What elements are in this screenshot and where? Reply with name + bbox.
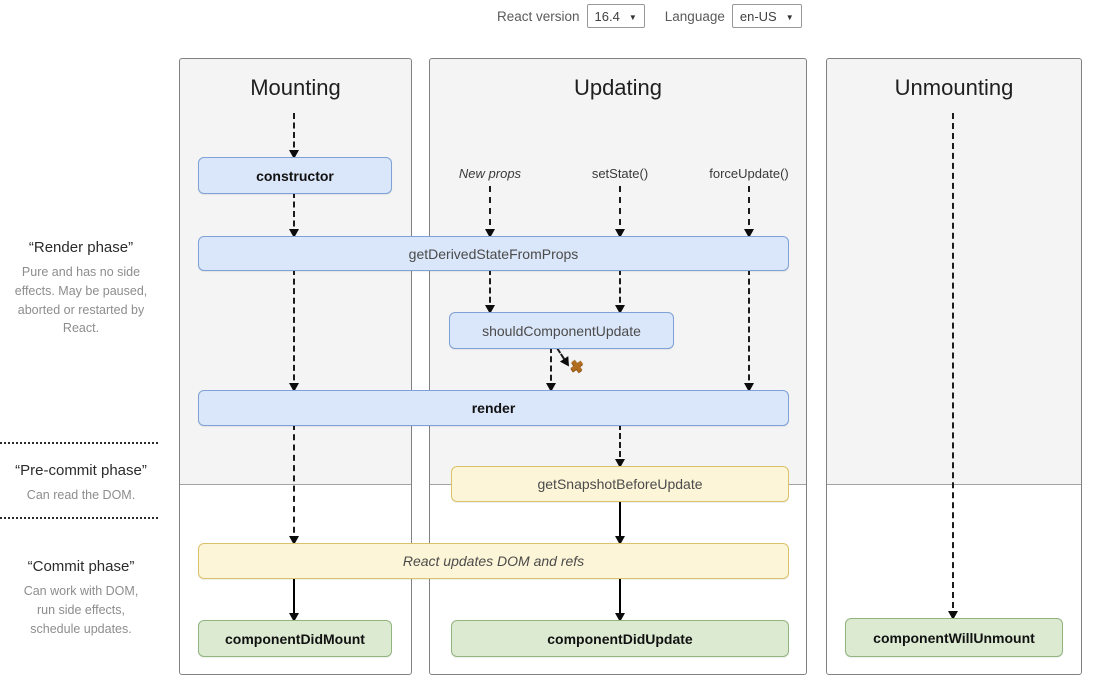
arrow-gdsfp-to-scu-left	[485, 269, 495, 314]
phase-render-title: “Render phase”	[28, 239, 134, 256]
box-component-did-mount[interactable]: componentDidMount	[198, 620, 392, 657]
arrow-force-update-to-gdsfp	[744, 186, 754, 238]
arrow-gdsfp-to-render-mounting	[289, 269, 299, 392]
arrow-gdsfp-to-render-force-update	[744, 269, 754, 392]
column-title-updating: Updating	[573, 75, 663, 100]
arrow-set-state-to-gdsfp	[615, 186, 625, 238]
phase-separator	[0, 442, 158, 444]
box-should-component-update[interactable]: shouldComponentUpdate	[449, 312, 674, 349]
box-constructor[interactable]: constructor	[198, 157, 392, 194]
language-label: Language	[664, 8, 725, 24]
arrow-unmounting-to-cwu	[948, 113, 958, 620]
box-component-did-update[interactable]: componentDidUpdate	[451, 620, 789, 657]
box-render[interactable]: render	[198, 390, 789, 426]
arrow-constructor-to-gdsfp	[289, 192, 299, 238]
phase-pre-commit-description: Can read the DOM.	[26, 488, 136, 502]
phase-separator	[0, 517, 158, 519]
trigger-new-props: New props	[458, 166, 522, 181]
language-select[interactable]: en-US ▼	[731, 4, 802, 28]
dropdown-caret-icon: ▼	[628, 12, 637, 22]
phase-commit-description: Can work with DOM, run side effects, sch…	[23, 584, 139, 636]
box-react-updates-dom: React updates DOM and refs	[198, 543, 789, 579]
arrow-react-updates-to-cdu	[615, 577, 625, 622]
phase-pre-commit-title: “Pre-commit phase”	[15, 462, 147, 479]
box-get-derived-state-from-props[interactable]: getDerivedStateFromProps	[198, 236, 789, 271]
react-version-value: 16.4	[594, 8, 620, 24]
arrow-render-to-gsbu	[615, 424, 625, 468]
arrow-scu-to-render	[546, 347, 556, 392]
phase-render: “Render phase” Pure and has no side effe…	[0, 239, 162, 338]
box-component-will-unmount[interactable]: componentWillUnmount	[845, 618, 1063, 657]
arrow-render-to-react-updates-mounting	[289, 424, 299, 545]
panel-unmounting: Unmounting	[826, 58, 1082, 675]
language-value: en-US	[739, 8, 777, 24]
arrow-mounting-to-constructor	[289, 113, 299, 159]
arrow-gsbu-to-react-updates	[615, 500, 625, 545]
trigger-force-update: forceUpdate()	[709, 166, 789, 181]
panel-updating: Updating	[429, 58, 807, 675]
phase-pre-commit: “Pre-commit phase” Can read the DOM.	[0, 462, 162, 505]
arrow-react-updates-to-cdm	[289, 577, 299, 622]
box-get-snapshot-before-update[interactable]: getSnapshotBeforeUpdate	[451, 466, 789, 502]
react-version-select[interactable]: 16.4 ▼	[586, 4, 645, 28]
phase-boundary-line	[827, 484, 1081, 485]
settings-toolbar: React version 16.4 ▼ Language en-US ▼	[497, 4, 802, 28]
trigger-set-state: setState()	[591, 166, 649, 181]
arrow-gdsfp-to-scu-right	[615, 269, 625, 314]
dropdown-caret-icon: ▼	[785, 12, 794, 22]
abort-cross-icon: ✖	[568, 358, 585, 377]
phase-commit: “Commit phase” Can work with DOM, run si…	[0, 558, 162, 638]
column-title-unmounting: Unmounting	[894, 75, 1014, 100]
arrow-new-props-to-gdsfp	[485, 186, 495, 238]
column-title-mounting: Mounting	[250, 75, 341, 100]
phase-commit-title: “Commit phase”	[27, 558, 135, 575]
phase-boundary-line	[180, 484, 411, 485]
react-version-label: React version	[497, 8, 580, 24]
phase-render-description: Pure and has no side effects. May be pau…	[14, 265, 148, 336]
